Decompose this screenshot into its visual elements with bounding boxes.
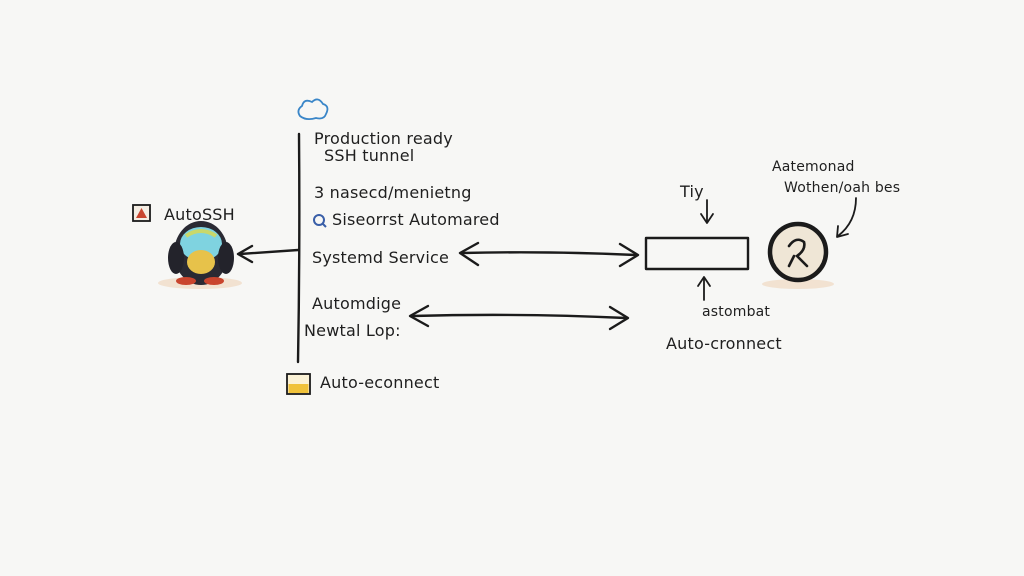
aatemonad-label: Aatemonad: [772, 159, 855, 175]
auto-econnect-label: Auto-econnect: [320, 373, 439, 392]
list-item-newtal-lop: Newtal Lop:: [304, 321, 401, 340]
central-vertical-line: [296, 132, 301, 364]
folder-icon: [286, 373, 311, 395]
r-circle-icon: [762, 221, 834, 289]
arrow-to-autossh: [236, 244, 300, 264]
right-box: [644, 236, 750, 271]
wothen-label: Wothen/oah bes: [784, 180, 900, 196]
auto-cronnect-label: Auto-cronnect: [666, 334, 782, 353]
list-item-ssh-tunnel: SSH tunnel: [324, 146, 414, 165]
double-arrow-newtal: [408, 304, 630, 331]
list-item-production-ready: Production ready: [314, 129, 453, 148]
central-column: Production ready SSH tunnel 3 nasecd/men…: [286, 98, 500, 395]
autossh-node: AutoSSH: [132, 204, 242, 289]
warning-icon: [132, 204, 151, 222]
tiy-label: Tiy: [679, 182, 704, 201]
cloud-icon: [297, 98, 329, 121]
list-item-systemd-service: Systemd Service: [312, 248, 449, 267]
search-icon: [313, 214, 327, 228]
right-box-node: Tiy astombat Auto-cronnect: [644, 182, 782, 353]
list-item-siseorrst: Siseorrst Automared: [332, 210, 500, 229]
far-right-node: Aatemonad Wothen/oah bes: [762, 159, 900, 289]
double-arrow-systemd: [458, 241, 640, 268]
penguin-icon: [158, 221, 242, 289]
autossh-label: AutoSSH: [164, 205, 235, 224]
astombat-label: astombat: [702, 304, 770, 320]
list-item-nasecd: 3 nasecd/menietng: [314, 183, 472, 202]
list-item-automdige: Automdige: [312, 294, 401, 313]
